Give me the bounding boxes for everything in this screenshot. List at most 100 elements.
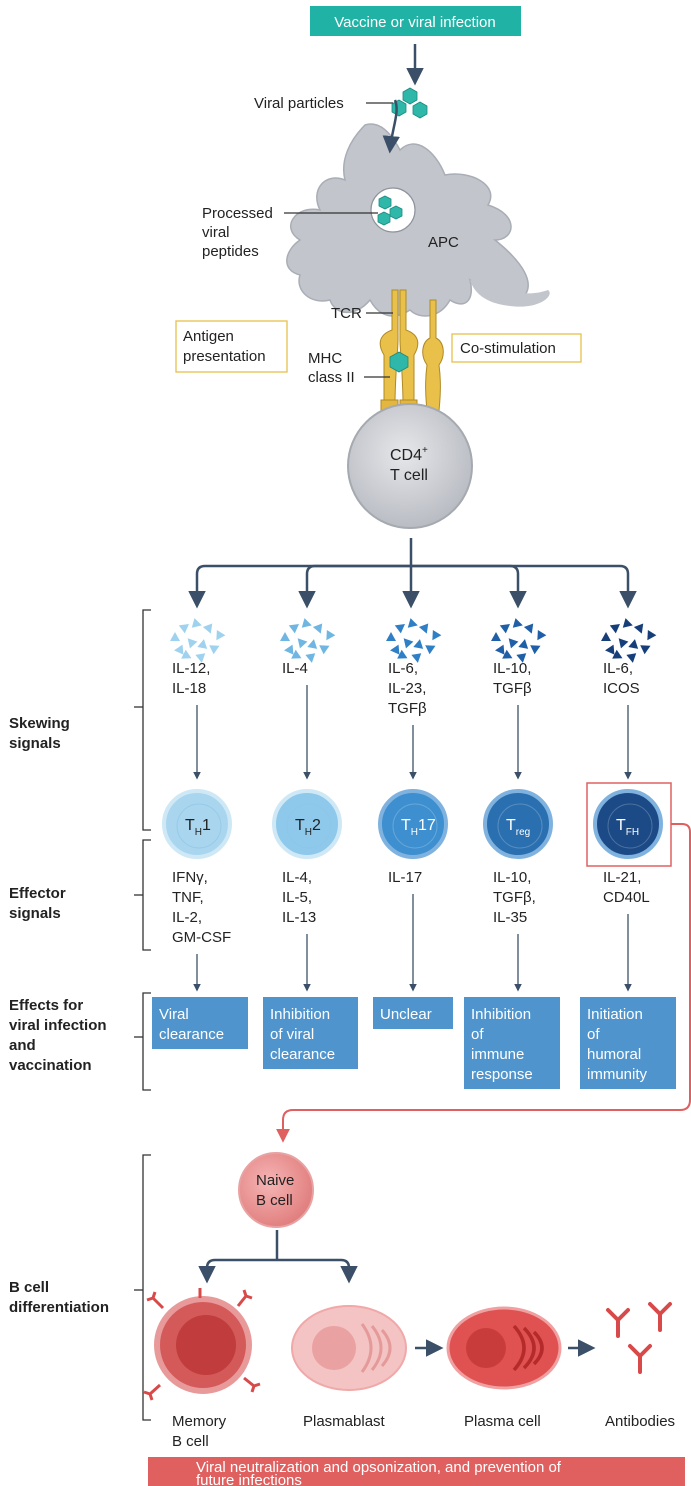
memory-b-cell: Memory B cell bbox=[143, 1288, 261, 1450]
branch-arrows bbox=[188, 538, 637, 609]
skewing-signal-text: IL-6, bbox=[603, 660, 633, 677]
svg-text:B cell: B cell bbox=[172, 1433, 209, 1450]
skewing-signal-text: IL-6, bbox=[388, 660, 418, 677]
branch-column-4: IL-10,TGFβTregIL-10,TGFβ,IL-35Inhibition… bbox=[464, 618, 560, 1089]
effect-text: Inhibition bbox=[270, 1006, 330, 1023]
svg-text:Co-stimulation: Co-stimulation bbox=[460, 340, 556, 357]
apc-cell: APC bbox=[286, 99, 550, 317]
top-banner-text: Vaccine or viral infection bbox=[334, 14, 495, 31]
effect-text: Unclear bbox=[380, 1006, 432, 1023]
t-cell-label: TH17 bbox=[401, 817, 436, 838]
effector-signal-text: IL-35 bbox=[493, 909, 527, 926]
svg-text:signals: signals bbox=[9, 735, 61, 752]
mhc-label-line2: class II bbox=[308, 369, 355, 386]
svg-text:signals: signals bbox=[9, 905, 61, 922]
processed-peptides-line3: peptides bbox=[202, 243, 259, 260]
cd4-label: CD4+ bbox=[390, 445, 428, 464]
row-label-effector: Effector signals bbox=[9, 885, 66, 922]
plasmablast: Plasmablast bbox=[291, 1305, 407, 1430]
effect-text: of bbox=[587, 1026, 600, 1043]
bottom-banner: Viral neutralization and opsonization, a… bbox=[148, 1457, 685, 1486]
svg-text:Naive: Naive bbox=[256, 1172, 294, 1189]
t-cell-label: TH1 bbox=[185, 817, 211, 838]
effect-text: clearance bbox=[159, 1026, 224, 1043]
t-helper-cell: TH2 bbox=[272, 789, 342, 859]
cytokine-signals-icon bbox=[491, 618, 547, 663]
svg-text:Memory: Memory bbox=[172, 1413, 227, 1430]
effector-signal-text: CD40L bbox=[603, 889, 650, 906]
effect-box bbox=[464, 997, 560, 1089]
svg-text:Effects for: Effects for bbox=[9, 997, 83, 1014]
antigen-presentation-box: Antigen presentation bbox=[175, 320, 288, 373]
cytokine-signals-icon bbox=[170, 618, 226, 663]
effect-box bbox=[373, 997, 453, 1029]
skewing-signal-text: TGFβ bbox=[493, 680, 532, 697]
naive-b-cell: Naive B cell bbox=[238, 1152, 314, 1228]
row-brackets bbox=[134, 609, 151, 1421]
branch-column-5: IL-6,ICOSTFHIL-21,CD40LInitiationofhumor… bbox=[580, 618, 676, 1089]
effector-signal-text: IL-13 bbox=[282, 909, 316, 926]
t-helper-cell: TH1 bbox=[162, 789, 232, 859]
skewing-signal-text: IL-4 bbox=[282, 660, 308, 677]
svg-text:differentiation: differentiation bbox=[9, 1299, 109, 1316]
antibodies-icon bbox=[606, 1302, 672, 1374]
effect-text: Inhibition bbox=[471, 1006, 531, 1023]
effect-text: response bbox=[471, 1066, 533, 1083]
effector-signal-text: IFNγ, bbox=[172, 869, 208, 886]
branch-columns: IL-12,IL-18TH1IFNγ,TNF,IL-2,GM-CSFViralc… bbox=[152, 618, 676, 1089]
effector-signal-text: GM-CSF bbox=[172, 929, 231, 946]
cytokine-signals-icon bbox=[386, 618, 442, 663]
svg-text:B cell: B cell bbox=[9, 1279, 49, 1296]
t-helper-cell: TFH bbox=[593, 789, 663, 859]
svg-text:Effector: Effector bbox=[9, 885, 66, 902]
effect-box bbox=[152, 997, 248, 1049]
skewing-signal-text: IL-18 bbox=[172, 680, 206, 697]
t-cell-label: TH2 bbox=[295, 817, 321, 838]
cytokine-signals-icon bbox=[280, 618, 336, 663]
effect-box bbox=[580, 997, 676, 1089]
svg-text:future infections: future infections bbox=[196, 1472, 302, 1486]
effector-signal-text: IL-17 bbox=[388, 869, 422, 886]
row-label-bcell: B cell differentiation bbox=[9, 1279, 109, 1316]
t-cell-label: Treg bbox=[506, 817, 530, 838]
co-stimulation-box: Co-stimulation bbox=[451, 333, 582, 363]
cd4-t-cell: CD4+ T cell bbox=[347, 403, 473, 529]
apc-label: APC bbox=[428, 234, 459, 251]
effect-text: immune bbox=[471, 1046, 524, 1063]
effector-signal-text: TNF, bbox=[172, 889, 204, 906]
effect-text: Initiation bbox=[587, 1006, 643, 1023]
t-helper-cell: TH17 bbox=[378, 789, 448, 859]
svg-text:and: and bbox=[9, 1037, 36, 1054]
svg-text:viral infection: viral infection bbox=[9, 1017, 107, 1034]
skewing-signal-text: IL-23, bbox=[388, 680, 426, 697]
t-helper-cell: Treg bbox=[483, 789, 553, 859]
row-label-skewing: Skewing signals bbox=[9, 715, 70, 752]
tfh-to-bcell-arrow bbox=[276, 823, 691, 1143]
svg-text:Skewing: Skewing bbox=[9, 715, 70, 732]
effect-box bbox=[263, 997, 358, 1069]
effect-text: humoral bbox=[587, 1046, 641, 1063]
effector-signal-text: IL-21, bbox=[603, 869, 641, 886]
skewing-signal-text: IL-12, bbox=[172, 660, 210, 677]
svg-text:vaccination: vaccination bbox=[9, 1057, 92, 1074]
effect-text: of bbox=[471, 1026, 484, 1043]
t-cell-label: TFH bbox=[616, 817, 639, 838]
viral-particles-label: Viral particles bbox=[254, 95, 344, 112]
effector-signal-text: IL-4, bbox=[282, 869, 312, 886]
effect-text: immunity bbox=[587, 1066, 648, 1083]
effector-signal-text: IL-10, bbox=[493, 869, 531, 886]
effect-text: Viral bbox=[159, 1006, 189, 1023]
svg-text:B cell: B cell bbox=[256, 1192, 293, 1209]
svg-text:Plasmablast: Plasmablast bbox=[303, 1413, 386, 1430]
effect-text: clearance bbox=[270, 1046, 335, 1063]
branch-column-1: IL-12,IL-18TH1IFNγ,TNF,IL-2,GM-CSFViralc… bbox=[152, 618, 248, 1049]
effector-signal-text: IL-5, bbox=[282, 889, 312, 906]
bcell-split-arrows bbox=[198, 1230, 358, 1284]
svg-text:Plasma cell: Plasma cell bbox=[464, 1413, 541, 1430]
skewing-signal-text: TGFβ bbox=[388, 700, 427, 717]
svg-text:Antigen: Antigen bbox=[183, 328, 234, 345]
row-label-effects: Effects for viral infection and vaccinat… bbox=[9, 997, 107, 1074]
top-banner: Vaccine or viral infection bbox=[310, 6, 521, 36]
